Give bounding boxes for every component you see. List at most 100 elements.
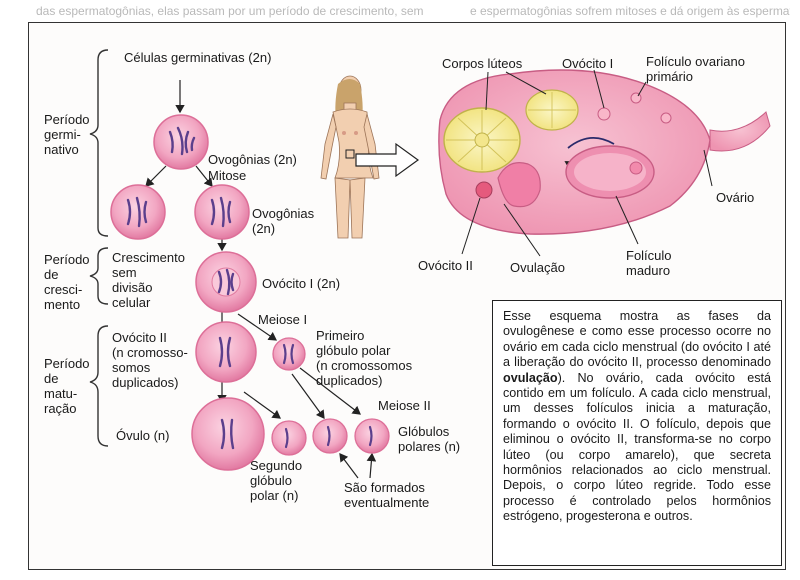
meiosis-2-label: Meiose II xyxy=(378,398,431,413)
first-polar-line-2: glóbulo polar xyxy=(316,343,391,358)
oogonia-cell-right xyxy=(194,184,250,240)
oocyte-2-line-4: duplicados) xyxy=(112,375,179,390)
phase-maturation-line-2: de xyxy=(44,371,59,386)
ovum-cell xyxy=(191,397,265,471)
ovary-label: Ovário xyxy=(716,190,755,205)
polar-bodies-line-1: Glóbulos xyxy=(398,424,450,439)
phase-maturation-line-3: matu- xyxy=(44,386,78,401)
mature-follicle-line-2: maduro xyxy=(626,263,671,278)
formed-eventually-label: São formados eventualmente xyxy=(344,480,429,510)
brace-growth xyxy=(89,247,109,305)
phase-braces xyxy=(89,49,109,447)
phase-germinative-label: Período germi- nativo xyxy=(44,112,90,157)
primary-follicle-line-2: primário xyxy=(646,69,693,84)
caption-box: Esse esquema mostra as fases da ovulogên… xyxy=(492,300,782,566)
phase-growth-line-1: Período xyxy=(44,252,90,267)
phase-growth-line-3: cresci- xyxy=(44,282,83,297)
second-polar-line-2: glóbulo xyxy=(250,473,292,488)
background-text-left: das espermatogônias, elas passam por um … xyxy=(36,4,424,18)
first-polar-body xyxy=(272,337,306,371)
oogonia-label-1: Ovogônias (2n) xyxy=(208,152,297,167)
mature-follicle-line-1: Folículo xyxy=(626,248,672,263)
oocyte-1-cell xyxy=(195,251,257,313)
germ-cells-label: Células germinativas (2n) xyxy=(124,50,272,65)
brace-maturation xyxy=(89,325,109,447)
arrow-polar-to-polar-b xyxy=(299,367,361,415)
follicle-primary-2 xyxy=(630,92,642,104)
second-polar-line-3: polar (n) xyxy=(250,488,299,503)
caption-text-part2: ). No ovário, cada ovócito está contido … xyxy=(503,370,771,524)
arrow-formed-right xyxy=(366,452,377,479)
caption-bold-term: ovulação xyxy=(503,370,558,385)
released-oocyte xyxy=(475,181,493,199)
ovary-oocyte-2-label: Ovócito II xyxy=(418,258,473,273)
oocyte-2-label: Ovócito II (n cromosso- somos duplicados… xyxy=(112,330,188,390)
arrow-polar-to-polar-a xyxy=(291,373,325,419)
growth-description-line-1: Crescimento xyxy=(112,250,185,265)
cells xyxy=(110,114,390,471)
growth-description: Crescimento sem divisão celular xyxy=(112,250,185,310)
mitosis-label: Mitose xyxy=(208,168,247,183)
oocyte-2-line-2: (n cromosso- xyxy=(112,345,188,360)
germ-cell xyxy=(153,114,209,170)
phase-maturation-line-1: Período xyxy=(44,356,90,371)
growth-description-line-3: divisão xyxy=(112,280,153,295)
phase-germinative-line-1: Período xyxy=(44,112,90,127)
oogonia-label-2-line-2: (2n) xyxy=(252,221,276,236)
polar-bodies-label: Glóbulos polares (n) xyxy=(398,424,460,454)
arrow-mitosis-right xyxy=(195,165,213,187)
oogonia-label-2-line-1: Ovogônias xyxy=(252,206,315,221)
ovulation-label: Ovulação xyxy=(510,260,565,275)
corpus-luteum-large xyxy=(443,107,521,173)
oogonia-label-2: Ovogônias (2n) xyxy=(252,206,314,236)
ovary-structure xyxy=(438,69,771,235)
phase-growth-line-2: de xyxy=(44,267,59,282)
first-polar-label: Primeiro glóbulo polar (n cromossomos du… xyxy=(316,328,412,388)
growth-description-line-2: sem xyxy=(112,265,137,280)
follicle-primary-3 xyxy=(660,112,672,124)
phase-germinative-line-3: nativo xyxy=(44,142,79,157)
arrow-mitosis-left xyxy=(145,165,167,187)
arrow-formed-left xyxy=(339,453,359,479)
ovulation-rupture xyxy=(497,162,541,208)
oogonia-cell-left xyxy=(110,184,166,240)
ovary-locator-box xyxy=(345,149,355,159)
arrow-meiosis1 xyxy=(237,313,277,341)
oocyte-1-label: Ovócito I (2n) xyxy=(262,276,341,291)
ovum-label: Óvulo (n) xyxy=(116,428,170,443)
oocyte-2-line-1: Ovócito II xyxy=(112,330,167,345)
ovary-leaders xyxy=(461,69,713,257)
polar-bodies-line-2: polares (n) xyxy=(398,439,461,454)
phase-maturation-line-4: ração xyxy=(44,401,77,416)
mature-follicle-label: Folículo maduro xyxy=(626,248,672,278)
second-polar-line-1: Segundo xyxy=(250,458,303,473)
ovary-oocyte-1-label: Ovócito I xyxy=(562,56,614,71)
phase-growth-label: Período de cresci- mento xyxy=(44,252,90,312)
oocyte-2-line-3: somos xyxy=(112,360,151,375)
arrow-oocyte2-to-second-polar xyxy=(243,391,281,419)
caption-text-part1: Esse esquema mostra as fases da ovulogên… xyxy=(503,309,771,370)
ovary-ligament xyxy=(709,111,771,152)
second-polar-body xyxy=(271,420,307,456)
primary-follicle-label: Folículo ovariano primário xyxy=(646,54,745,84)
corpora-lutea-label: Corpos lúteos xyxy=(442,56,523,71)
polar-body-b xyxy=(354,418,390,454)
first-polar-line-3: (n cromossomos xyxy=(316,358,413,373)
corpus-luteum-small xyxy=(525,89,579,131)
meiosis-1-label: Meiose I xyxy=(258,312,308,327)
first-polar-line-1: Primeiro xyxy=(316,328,365,343)
oocyte-2-cell xyxy=(195,321,257,383)
second-polar-label: Segundo glóbulo polar (n) xyxy=(250,458,302,503)
phase-maturation-label: Período de matu- ração xyxy=(44,356,90,416)
brace-germinative xyxy=(89,49,109,237)
phase-germinative-line-2: germi- xyxy=(44,127,81,142)
formed-line-1: São formados xyxy=(344,480,425,495)
phase-growth-line-4: mento xyxy=(44,297,81,312)
primary-follicle-line-1: Folículo ovariano xyxy=(646,54,745,69)
first-polar-line-4: duplicados) xyxy=(316,373,383,388)
zoom-arrow xyxy=(355,142,420,178)
polar-body-a xyxy=(312,418,348,454)
follicle-primary-1 xyxy=(597,107,611,121)
